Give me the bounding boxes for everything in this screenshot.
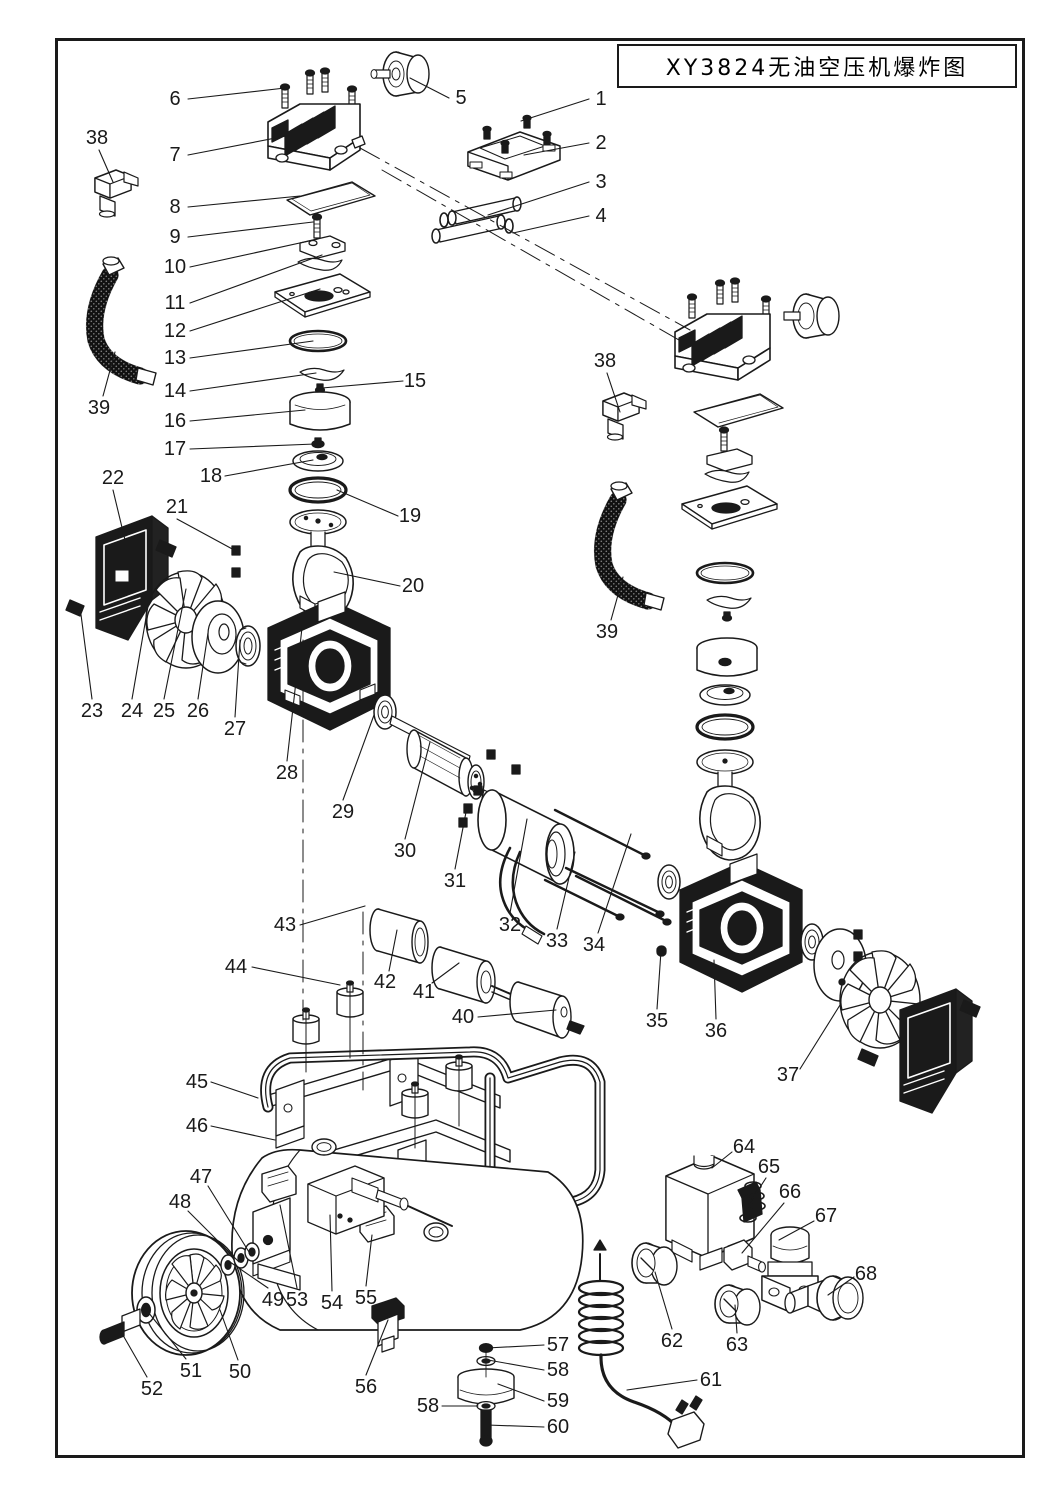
fan-right: [839, 950, 921, 1049]
callout-55-tank-tee-fitting: 55: [354, 1287, 378, 1309]
callout-67-pressure-regulator: 67: [814, 1205, 838, 1227]
callout-51-wheel-washer: 51: [179, 1360, 203, 1382]
callout-21-flywheel-nut: 21: [165, 496, 189, 518]
callout-26-eccentric-wheel-left: 26: [186, 700, 210, 722]
callout-25-cooling-fan-left: 25: [152, 700, 176, 722]
callout-48-axle-washer: 48: [168, 1191, 192, 1213]
callout-19-piston-ring: 19: [398, 505, 422, 527]
callout-47-axle-nut: 47: [189, 1166, 213, 1188]
callout-38-elbow-fitting: 38: [85, 127, 109, 149]
callout-63-pressure-gauge-outlet: 63: [725, 1334, 749, 1356]
callout-36-motor-end-cap-right: 36: [704, 1020, 728, 1042]
callout-12-valve-plate: 12: [163, 320, 187, 342]
callout-32-stator-winding: 32: [498, 914, 522, 936]
callout-34-tie-rod-set: 34: [582, 934, 606, 956]
drawing-title: XY3824无油空压机爆炸图: [665, 56, 969, 81]
callout-65-nipple-fitting: 65: [757, 1156, 781, 1178]
callout-41-capacitor-body: 41: [412, 981, 436, 1003]
callout-64-pressure-switch: 64: [732, 1136, 756, 1158]
callout-59-rubber-foot: 59: [546, 1390, 570, 1412]
callout-52-wheel-bolt: 52: [140, 1378, 164, 1400]
callout-62-pressure-gauge-tank: 62: [660, 1330, 684, 1352]
power-cord-assembly: [577, 1239, 705, 1449]
callout-11-reed-valve-upper: 11: [164, 292, 186, 314]
callout-38-elbow-fitting: 38: [593, 350, 617, 372]
callout-66-reducer-fitting: 66: [778, 1181, 802, 1203]
callout-7-cylinder-head: 7: [169, 144, 181, 166]
callout-28-motor-end-cap-left: 28: [275, 762, 299, 784]
callout-20-piston-connecting-rod: 20: [401, 575, 425, 597]
callout-16-cylinder-sleeve: 16: [163, 410, 187, 432]
callout-46-air-tank: 46: [185, 1115, 209, 1137]
callout-1-cover-screw: 1: [595, 88, 607, 110]
rubber-foot-assembly: [457, 1342, 515, 1447]
callout-39-braided-flex-hose: 39: [87, 397, 111, 419]
callout-24-shroud-clip: 24: [120, 700, 144, 722]
capacitor-group: [369, 908, 585, 1039]
elbow-fitting-right: [602, 392, 647, 441]
terminal-cover-assembly: [467, 114, 561, 181]
callout-44-rubber-damper-upper: 44: [224, 956, 248, 978]
callout-29-bearing-rotor-left: 29: [331, 801, 355, 823]
callout-2-terminal-cover-bracket: 2: [595, 132, 607, 154]
callout-49-wheel-bushing: 49: [261, 1289, 285, 1311]
callout-33-long-tie-rod: 33: [545, 930, 569, 952]
callout-17-piston-bolt: 17: [163, 438, 187, 460]
callout-61-power-cord: 61: [699, 1369, 723, 1391]
callout-14-reed-valve-lower: 14: [163, 380, 187, 402]
callout-58-foot-washer: 58: [416, 1395, 440, 1417]
callout-45-handle-bracket: 45: [185, 1071, 209, 1093]
callout-56-drain-valve: 56: [354, 1376, 378, 1398]
air-filter-left: [370, 51, 430, 97]
callout-40-capacitor: 40: [451, 1006, 475, 1028]
callout-68-quick-coupler: 68: [854, 1263, 878, 1285]
callout-10-valve-stopper: 10: [163, 256, 187, 278]
fan-shroud-left-group: [65, 515, 261, 674]
tank-frame-assembly: [231, 980, 606, 1353]
wheel-assembly: [99, 1197, 301, 1356]
callout-30-rotor-armature: 30: [393, 840, 417, 862]
callout-43-frame-bolt: 43: [273, 914, 297, 936]
title-block: XY3824无油空压机爆炸图: [617, 44, 1017, 88]
callout-42-capacitor-cover: 42: [373, 971, 397, 993]
callout-6-cylinder-head-bolt: 6: [169, 88, 181, 110]
callout-13-cylinder-o-ring: 13: [163, 347, 187, 369]
alignment-centerlines: [302, 147, 701, 1091]
callout-15-valve-retainer-nut: 15: [403, 370, 427, 392]
callout-57-foot-nut: 57: [546, 1334, 570, 1356]
callout-35-motor-nut-right: 35: [645, 1010, 669, 1032]
callout-27-bearing-left: 27: [223, 718, 247, 740]
motor-end-cap-right: [656, 853, 981, 1114]
callout-18-piston-washer: 18: [199, 465, 223, 487]
callout-58-foot-washer: 58: [546, 1359, 570, 1381]
callout-8-head-gasket: 8: [169, 196, 181, 218]
control-group: [631, 1155, 864, 1326]
callout-39-braided-flex-hose: 39: [595, 621, 619, 643]
motor-end-cap-left: [267, 591, 391, 731]
braided-hose-right: [593, 481, 665, 611]
callout-53-tank-elbow-fitting: 53: [285, 1289, 309, 1311]
callout-3-connecting-tube-upper: 3: [595, 171, 607, 193]
callout-9-valve-screw: 9: [169, 226, 181, 248]
callout-54-pressure-switch-box: 54: [320, 1292, 344, 1314]
callout-5-air-filter-assembly: 5: [455, 87, 467, 109]
callout-4-connecting-tube-lower: 4: [595, 205, 607, 227]
cylinder-head-left-assembly: [267, 67, 376, 621]
cylinder-head-right-assembly: [674, 277, 840, 861]
braided-hose-left: [85, 256, 157, 386]
callout-31-stator-nut: 31: [443, 870, 467, 892]
leader-lines: [79, 77, 855, 1428]
callout-37-cooling-fan-right: 37: [776, 1064, 800, 1086]
elbow-fitting-left: [94, 169, 139, 218]
callout-60-foot-bolt: 60: [546, 1416, 570, 1438]
callout-23-shroud-screw: 23: [80, 700, 104, 722]
callout-50-wheel: 50: [228, 1361, 252, 1383]
callout-22-fan-shroud-left: 22: [101, 467, 125, 489]
connecting-tubes: [431, 196, 522, 244]
